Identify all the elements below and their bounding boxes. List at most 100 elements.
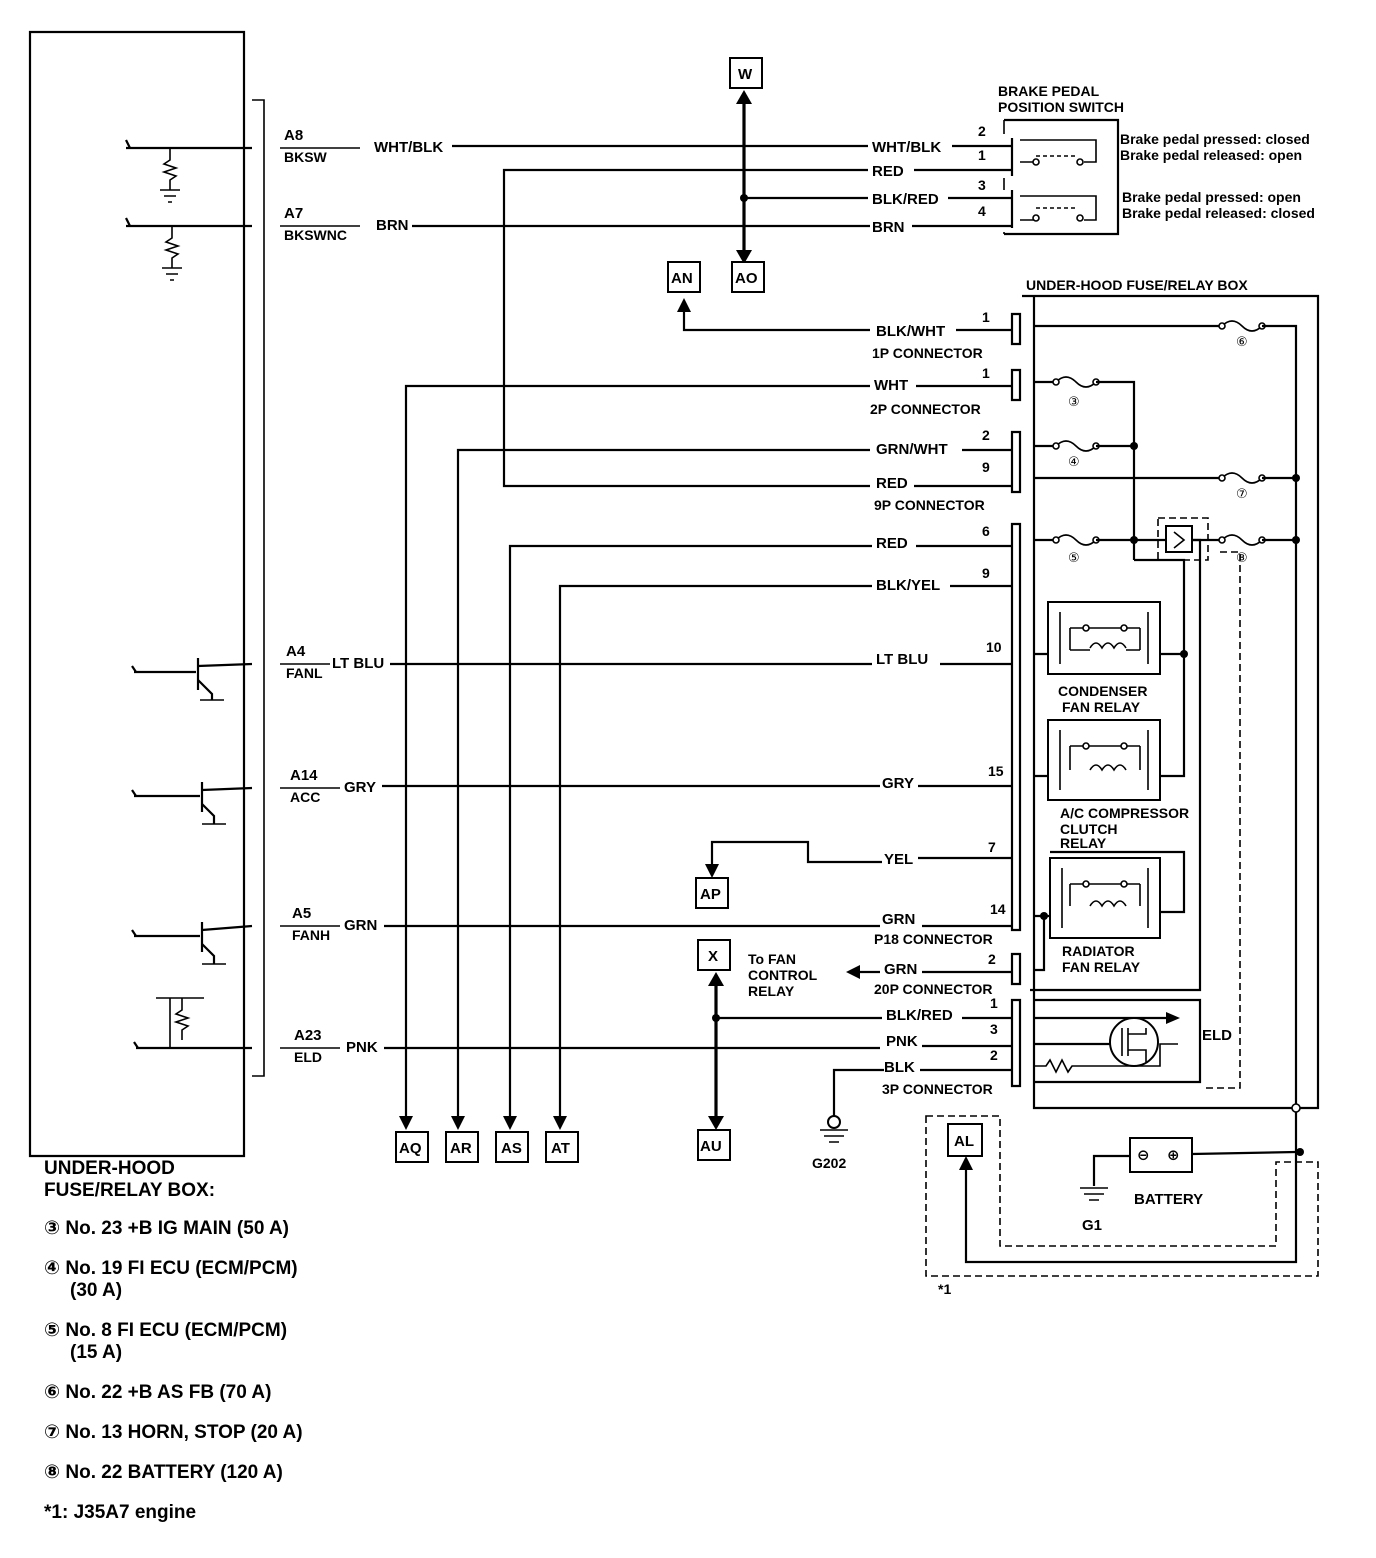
wire-a4: LT BLU (332, 655, 384, 672)
fb-pin-9: 14 (990, 901, 1006, 917)
fb-pin-7: 15 (988, 763, 1004, 779)
fb-wire-5: BLK/YEL (876, 577, 940, 594)
ground-g1: G1 (1082, 1217, 1102, 1234)
pcm-block (28, 30, 265, 1158)
radiator-relay-2: FAN RELAY (1062, 959, 1141, 975)
fb-wire-1: WHT (874, 377, 908, 394)
ref-ao: AO (735, 270, 758, 287)
pin-a5: A5 (292, 905, 311, 922)
conn-9p: 9P CONNECTOR (874, 497, 985, 513)
fb-pin-6: 10 (986, 639, 1002, 655)
conn-3p: 3P CONNECTOR (882, 1081, 993, 1097)
legend-item-6: ⑥ No. 22 +B AS FB (70 A) (44, 1382, 272, 1403)
ground-g202: G202 (812, 1155, 846, 1171)
main-wires (382, 90, 1012, 1143)
fb-pin-13: 2 (990, 1047, 998, 1063)
fb-pin-1: 1 (982, 365, 990, 381)
pin-a23-name: ELD (294, 1049, 322, 1065)
fusebox-title: UNDER-HOOD FUSE/RELAY BOX (1026, 277, 1248, 293)
bps-pin-2: 1 (978, 147, 986, 163)
reference-boxes: W AN AO AP X AU AQ AR AS AT AL (395, 57, 983, 1163)
battery-plus: ⊕ (1167, 1147, 1180, 1164)
bps-wire-1: WHT/BLK (872, 139, 941, 156)
legend-item-7: ⑦ No. 13 HORN, STOP (20 A) (44, 1422, 303, 1443)
wire-a7: BRN (376, 217, 409, 234)
bps-wire-4: BRN (872, 219, 905, 236)
fb-wire-3: RED (876, 475, 908, 492)
bps-wire-2: RED (872, 163, 904, 180)
fb-pin-12: 3 (990, 1021, 998, 1037)
pin-a8: A8 (284, 127, 303, 144)
ref-at: AT (551, 1140, 570, 1157)
fb-pin-3: 9 (982, 459, 990, 475)
fb-wire-7: GRY (882, 775, 914, 792)
fuse-7-mark: ⑦ (1236, 486, 1248, 501)
to-fan-2: CONTROL (748, 967, 818, 983)
battery-label: BATTERY (1134, 1191, 1203, 1208)
to-fan-1: To FAN (748, 951, 796, 967)
fuse-8-mark: ⑧ (1236, 550, 1248, 565)
pin-a14: A14 (290, 767, 318, 784)
legend-item-5: ⑤ No. 8 FI ECU (ECM/PCM) (15 A) (44, 1320, 303, 1364)
wire-a23: PNK (346, 1039, 378, 1056)
wire-a14: GRY (344, 779, 376, 796)
condenser-relay-1: CONDENSER (1058, 683, 1147, 699)
conn-1p: 1P CONNECTOR (872, 345, 983, 361)
bps-pin-4: 4 (978, 203, 986, 219)
pin-a5-name: FANH (292, 927, 330, 943)
battery-section: ⊖ ⊕ G1 BATTERY *1 G202 (812, 1103, 1319, 1297)
legend-title: UNDER-HOOD FUSE/RELAY BOX: (44, 1158, 303, 1202)
legend-note: *1: J35A7 engine (44, 1502, 197, 1523)
legend-item-5-line2: (15 A) (70, 1342, 123, 1363)
wire-a5: GRN (344, 917, 377, 934)
pin-a7: A7 (284, 205, 303, 222)
ref-au: AU (700, 1138, 722, 1155)
brake-pedal-switch: BRAKE PEDAL POSITION SWITCH Brake pedal … (998, 83, 1315, 236)
bps-note-1b: Brake pedal released: open (1120, 147, 1302, 163)
fb-wire-2: GRN/WHT (876, 441, 948, 458)
fb-wire-4: RED (876, 535, 908, 552)
fb-wire-0: BLK/WHT (876, 323, 945, 340)
conn-2p: 2P CONNECTOR (870, 401, 981, 417)
fuse-3-mark: ③ (1068, 394, 1080, 409)
legend-item-4-line1: ④ No. 19 FI ECU (ECM/PCM) (44, 1258, 298, 1279)
pin-a4-name: FANL (286, 665, 323, 681)
pin-a14-name: ACC (290, 789, 320, 805)
pin-a7-name: BKSWNC (284, 227, 347, 243)
ac-relay-2: CLUTCH (1060, 821, 1118, 837)
to-fan-3: RELAY (748, 983, 795, 999)
bps-title-2: POSITION SWITCH (998, 99, 1124, 115)
legend-item-8: ⑧ No. 22 BATTERY (120 A) (44, 1462, 283, 1483)
fb-wire-11: BLK/RED (886, 1007, 953, 1024)
condenser-relay-2: FAN RELAY (1062, 699, 1141, 715)
bps-note-2b: Brake pedal released: closed (1122, 205, 1315, 221)
bps-pin-1: 2 (978, 123, 986, 139)
legend-title-1: UNDER-HOOD (44, 1158, 175, 1179)
fb-pin-0: 1 (982, 309, 990, 325)
fuse-legend: UNDER-HOOD FUSE/RELAY BOX: ③ No. 23 +B I… (44, 1158, 303, 1524)
fuse-5-mark: ⑤ (1068, 550, 1080, 565)
to-fan-control-relay: To FAN CONTROL RELAY (748, 951, 818, 999)
bps-title-1: BRAKE PEDAL (998, 83, 1100, 99)
fb-wire-10: GRN (884, 961, 917, 978)
conn-20p: 20P CONNECTOR (874, 981, 993, 997)
legend-item-4-line2: (30 A) (70, 1280, 123, 1301)
legend-item-5-line1: ⑤ No. 8 FI ECU (ECM/PCM) (44, 1320, 288, 1341)
bps-wire-3: BLK/RED (872, 191, 939, 208)
fb-wire-9: GRN (882, 911, 915, 928)
fb-wire-12: PNK (886, 1033, 918, 1050)
bps-note-1a: Brake pedal pressed: closed (1120, 131, 1310, 147)
pcm-input-circuits (125, 139, 252, 281)
ref-ap: AP (700, 886, 721, 903)
bps-note-2a: Brake pedal pressed: open (1122, 189, 1301, 205)
legend-title-2: FUSE/RELAY BOX: (44, 1180, 216, 1201)
wire-a8: WHT/BLK (374, 139, 443, 156)
fb-pin-5: 9 (982, 565, 990, 581)
ref-ar: AR (450, 1140, 472, 1157)
star1-mark: *1 (938, 1281, 951, 1297)
pin-a23: A23 (294, 1027, 322, 1044)
ref-aq: AQ (399, 1140, 422, 1157)
fuse-6-mark: ⑥ (1236, 334, 1248, 349)
eld-label: ELD (1202, 1027, 1232, 1044)
